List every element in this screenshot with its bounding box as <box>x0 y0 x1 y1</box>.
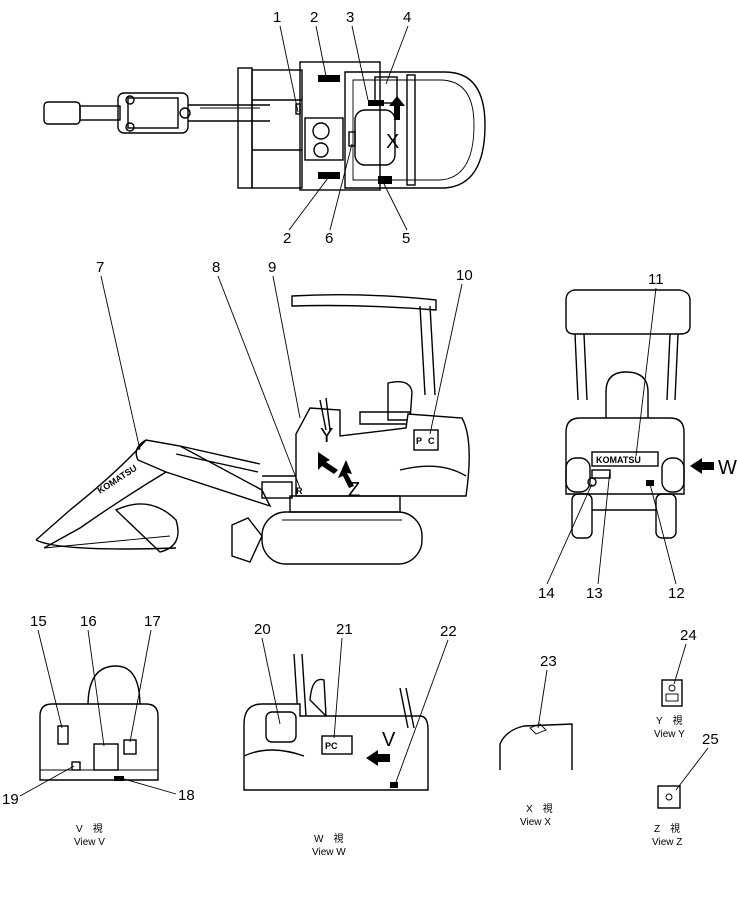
view-w-callouts: 20 21 22 <box>254 621 457 783</box>
callout-21: 21 <box>336 621 353 638</box>
callout-2-top: 2 <box>310 9 318 26</box>
callout-12: 12 <box>668 585 685 602</box>
top-view-callouts: 1 2 3 4 2 6 5 <box>273 9 411 247</box>
callout-8: 8 <box>212 259 220 276</box>
view-y-callouts: 24 <box>673 627 697 685</box>
view-y: Y 視 View Y <box>654 679 685 740</box>
view-x-callouts: 23 <box>537 653 557 729</box>
callout-24: 24 <box>680 627 697 644</box>
view-letter-y: Y <box>320 425 333 447</box>
rear-view: KOMATSU W <box>565 289 737 539</box>
view-x-caption-en: View X <box>520 817 551 828</box>
rear-view-callouts: 11 14 13 12 <box>538 271 685 602</box>
callout-17: 17 <box>144 613 161 630</box>
arm-brand-label: KOMATSU <box>96 463 139 496</box>
callout-3: 3 <box>346 9 354 26</box>
callout-15: 15 <box>30 613 47 630</box>
view-letter-z: Z <box>348 479 360 501</box>
callout-4: 4 <box>403 9 411 26</box>
callout-11: 11 <box>648 271 664 288</box>
view-z-caption-en: View Z <box>652 837 682 848</box>
view-z: Z 視 View Z <box>652 785 682 848</box>
view-v-caption-jp: V 視 <box>76 822 103 835</box>
view-y-caption-en: View Y <box>654 729 685 740</box>
view-letter-x: X <box>386 131 399 153</box>
side-view: P C KOMATSU R Y Z <box>35 293 470 565</box>
view-v: V 視 View V <box>39 665 159 848</box>
pc-plate-left: P <box>416 436 422 446</box>
callout-23: 23 <box>540 653 557 670</box>
callout-18: 18 <box>178 787 195 804</box>
pc-plate-right: C <box>428 436 435 446</box>
callout-19: 19 <box>2 791 19 808</box>
r-mark: R <box>296 486 303 496</box>
callout-6: 6 <box>325 230 333 247</box>
callout-9: 9 <box>268 259 276 276</box>
rear-brand-label: KOMATSU <box>596 455 641 465</box>
side-view-callouts: 7 8 9 10 <box>96 259 473 489</box>
view-z-caption-jp: Z 視 <box>654 822 680 835</box>
view-z-callouts: 25 <box>675 731 719 791</box>
view-v-caption-en: View V <box>74 837 105 848</box>
callout-7: 7 <box>96 259 104 276</box>
pc-plate-w: PC <box>325 741 338 751</box>
view-w-caption-jp: W 視 <box>314 832 343 845</box>
callout-14: 14 <box>538 585 555 602</box>
callout-2-bottom: 2 <box>283 230 291 247</box>
view-letter-v: V <box>382 729 396 751</box>
callout-1: 1 <box>273 9 281 26</box>
callout-5: 5 <box>402 230 410 247</box>
view-v-callouts: 15 16 17 19 18 <box>2 613 195 808</box>
top-view: X <box>43 61 486 191</box>
callout-13: 13 <box>586 585 603 602</box>
callout-20: 20 <box>254 621 271 638</box>
callout-25: 25 <box>702 731 719 748</box>
view-letter-w: W <box>718 457 737 479</box>
callout-10: 10 <box>456 267 473 284</box>
view-x-caption-jp: X 視 <box>526 802 553 815</box>
view-x: X 視 View X <box>499 723 573 828</box>
view-w-caption-en: View W <box>312 847 346 858</box>
callout-16: 16 <box>80 613 97 630</box>
callout-22: 22 <box>440 623 457 640</box>
view-y-caption-jp: Y 視 <box>656 714 683 727</box>
